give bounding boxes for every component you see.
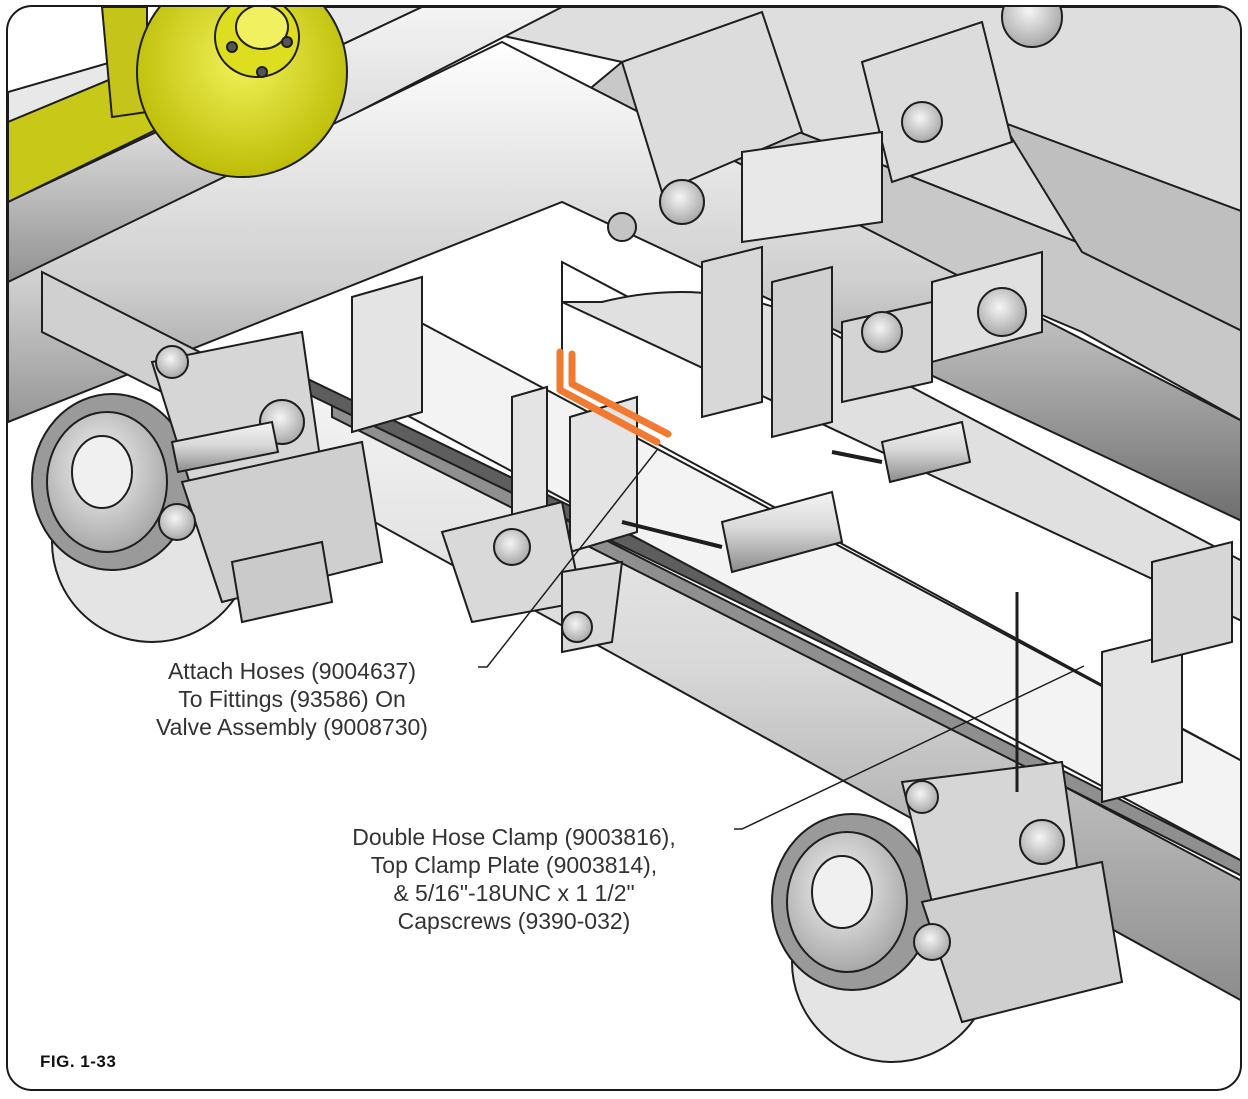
callout-line: Capscrews (9390-032)	[397, 908, 631, 934]
figure-label: FIG. 1-33	[40, 1052, 117, 1071]
machine-assembly-illustration	[8, 7, 1240, 1063]
callout-line: & 5/16"-18UNC x 1 1/2"	[393, 880, 635, 906]
linkage-arms	[607, 7, 1063, 404]
callout-double-hose-clamp: Double Hose Clamp (9003816), Top Clamp P…	[294, 823, 734, 935]
callout-line: To Fittings (93586) On	[178, 686, 406, 712]
callout-attach-hoses: Attach Hoses (9004637) To Fittings (9358…	[106, 657, 478, 741]
callout-line: Top Clamp Plate (9003814),	[370, 852, 658, 878]
yellow-gauge-wheel	[8, 7, 348, 204]
callout-line: Valve Assembly (9008730)	[156, 714, 428, 740]
hydraulic-cylinders	[170, 420, 1019, 792]
right-wheel-hub	[771, 760, 1124, 1063]
hose-highlight	[556, 348, 672, 446]
mounting-plates	[351, 245, 1233, 804]
lower-brackets	[230, 500, 624, 654]
figure-frame: Attach Hoses (9004637) To Fittings (9358…	[6, 5, 1242, 1091]
callout-line: Double Hose Clamp (9003816),	[352, 824, 676, 850]
callout-line: Attach Hoses (9004637)	[167, 658, 417, 684]
